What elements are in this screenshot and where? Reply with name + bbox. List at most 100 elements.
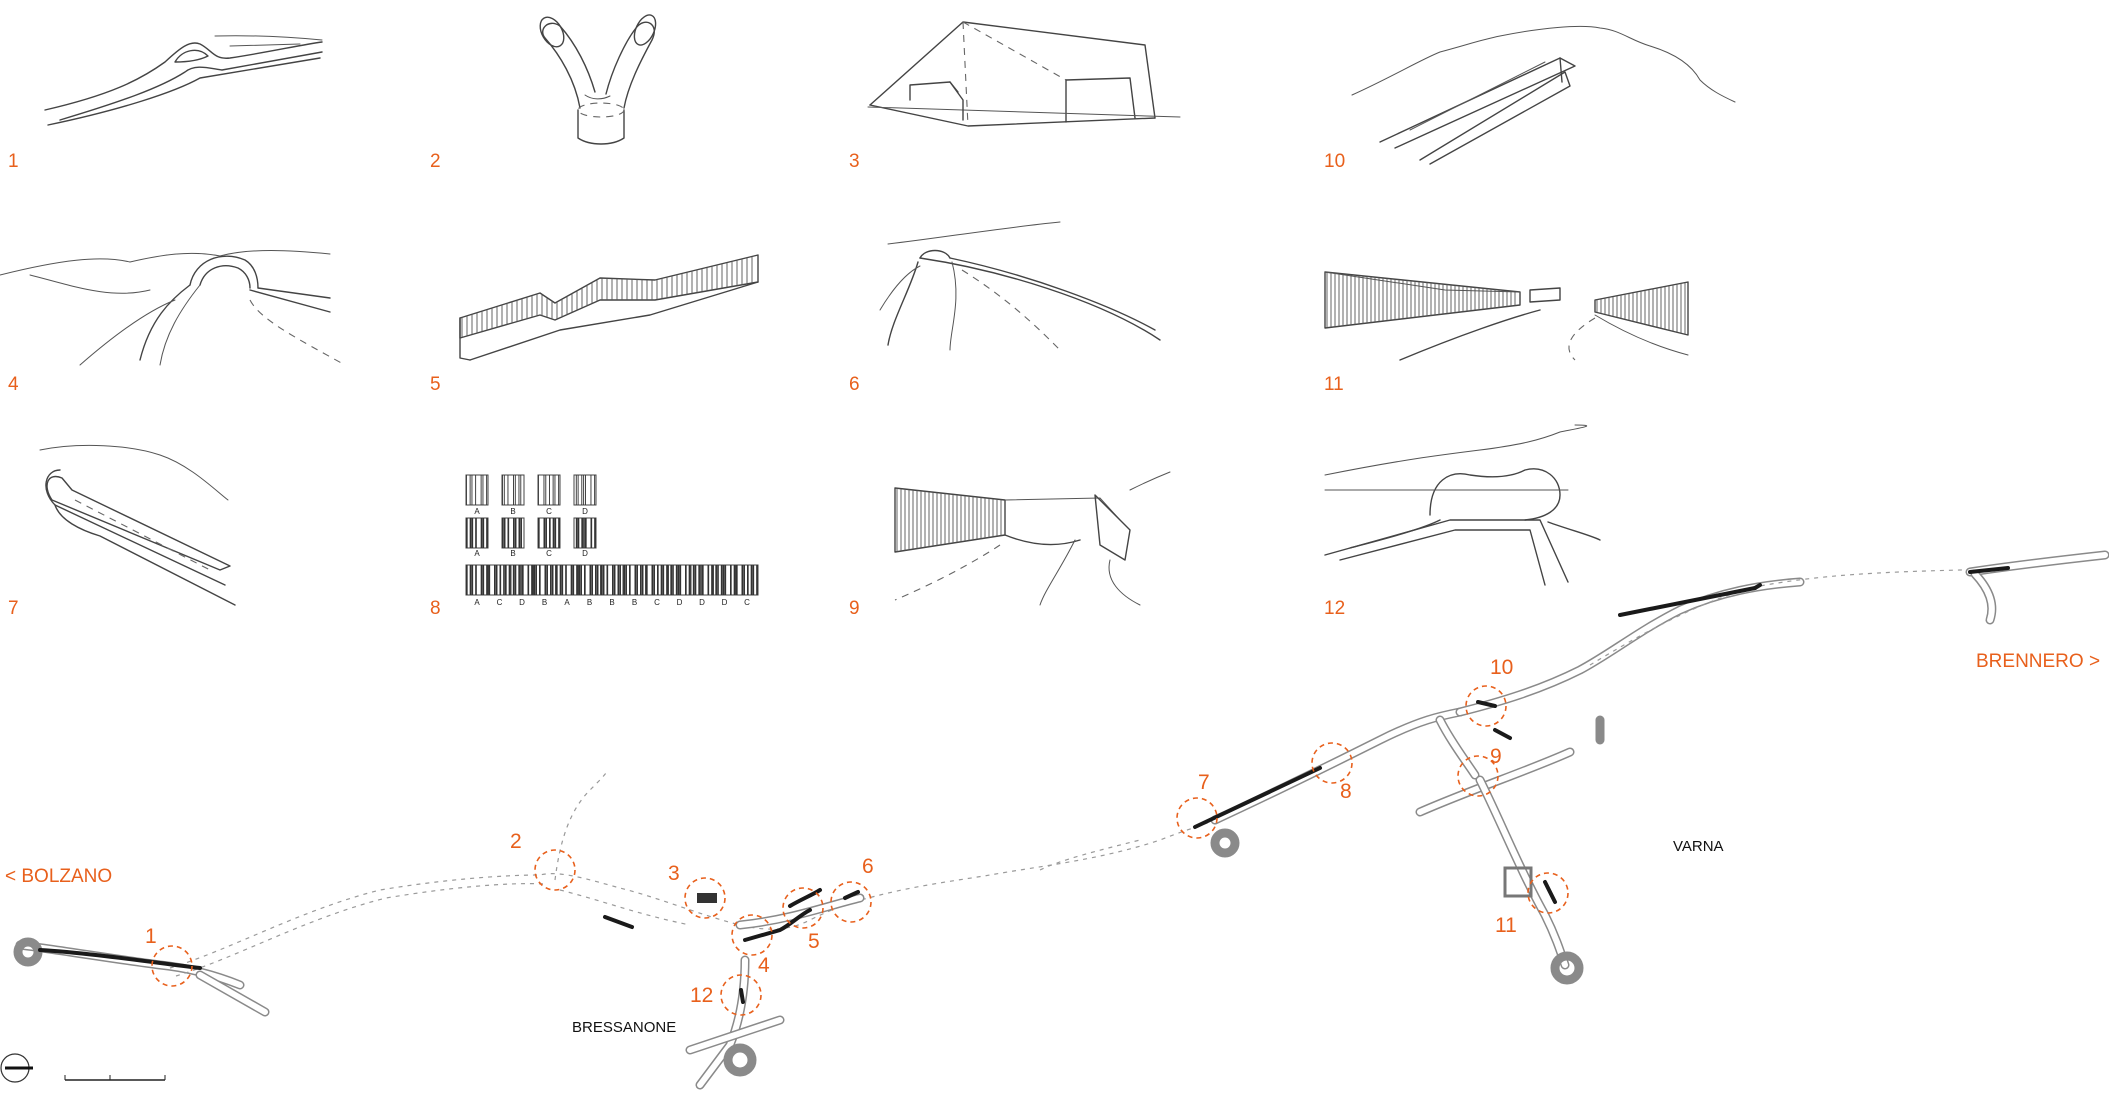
svg-text:2: 2 <box>510 830 522 853</box>
barcode-bar <box>756 565 758 595</box>
barcode-bar <box>503 475 505 505</box>
barcode-bar <box>482 518 485 548</box>
barcode-bar <box>482 565 485 595</box>
barcode-bar <box>720 565 723 595</box>
barcode-bar <box>520 565 522 595</box>
barcode-letter: C <box>546 507 552 516</box>
barcode-bar <box>581 475 583 505</box>
barcode-bar <box>657 565 659 595</box>
barcode-bar <box>538 518 540 548</box>
barcode-bar <box>565 565 567 595</box>
barcode-bar <box>466 565 468 595</box>
barcode-bar <box>711 565 713 595</box>
barcode-bar <box>715 565 717 595</box>
map-marker-3[interactable]: 3 <box>668 862 726 919</box>
barcode-bar <box>558 518 560 548</box>
sketch-label: 8 <box>430 598 441 619</box>
barcode-bar <box>475 518 477 548</box>
barcode-bar <box>743 565 745 595</box>
barcode-module <box>465 517 489 549</box>
barcode-letter: C <box>654 598 660 607</box>
barcode-bar <box>554 475 556 505</box>
barcode-bar <box>544 565 547 595</box>
barcode-letter: D <box>699 598 705 607</box>
barcode-bar <box>741 565 744 595</box>
barcode-letter: D <box>677 598 683 607</box>
barcode-bar <box>675 565 678 595</box>
town-bressanone: BRESSANONE <box>572 1019 676 1036</box>
barcode-bar <box>482 475 484 505</box>
barcode-bar <box>518 475 520 505</box>
barcode-bar <box>518 565 520 595</box>
barcode-bar <box>552 475 554 505</box>
barcode-bar <box>486 518 488 548</box>
map-marker-6[interactable]: 6 <box>830 855 874 923</box>
barcode-bar <box>623 565 626 595</box>
barcode-bar <box>535 565 537 595</box>
map-marker-7[interactable]: 7 <box>1176 771 1218 839</box>
map-marker-11[interactable]: 11 <box>1495 872 1569 937</box>
barcode-bar <box>527 565 530 595</box>
map-marker-9[interactable]: 9 <box>1457 745 1502 797</box>
sketch-2: 2 <box>430 14 657 172</box>
sketch-label: 5 <box>430 374 441 395</box>
barcode-letter: B <box>542 598 547 607</box>
svg-text:8: 8 <box>1340 780 1352 803</box>
barcode-bar <box>469 518 472 548</box>
barcode-bar <box>531 565 533 595</box>
barcode-bar <box>505 565 507 595</box>
barcode-bar <box>694 565 697 595</box>
barcode-letter: A <box>474 507 480 516</box>
barcode-bar <box>688 565 691 595</box>
barcode-bar <box>572 565 575 595</box>
barcode-bar <box>651 565 654 595</box>
barcode-bar <box>570 565 573 595</box>
barcode-bar <box>543 518 546 548</box>
barcode-bar <box>503 518 506 548</box>
barcode-bar <box>488 565 491 595</box>
barcode-bar <box>666 565 668 595</box>
barcode-bar <box>596 565 599 595</box>
barcode-bar <box>549 518 551 548</box>
barcode-bar <box>469 475 471 505</box>
barcode-bar <box>575 475 577 505</box>
barcode-letter: B <box>587 598 592 607</box>
barcode-bar <box>508 565 511 595</box>
svg-text:1: 1 <box>145 925 157 948</box>
barcode-bar <box>546 565 548 595</box>
map-marker-1[interactable]: 1 <box>145 925 193 987</box>
barcode-bar <box>585 475 586 505</box>
map-marker-8[interactable]: 8 <box>1311 742 1353 803</box>
barcode-bar <box>545 475 547 505</box>
barcode-module <box>555 564 579 596</box>
barcode-bar <box>653 565 655 595</box>
barcode-bar <box>629 565 631 595</box>
barcode-letter: D <box>582 549 588 558</box>
barcode-bar <box>590 475 592 505</box>
barcode-bar <box>466 475 467 505</box>
compass-icon <box>0 1053 33 1083</box>
barcode-bar <box>471 475 473 505</box>
barcode-bar <box>590 518 593 548</box>
barcode-bar <box>585 518 587 548</box>
barcode-bar <box>538 475 539 505</box>
map-marker-4[interactable]: 4 <box>731 914 773 977</box>
map-marker-2[interactable]: 2 <box>510 830 576 891</box>
barcode-bar <box>677 565 680 595</box>
map-marker-5[interactable]: 5 <box>782 887 824 953</box>
map-marker-12[interactable]: 12 <box>690 974 762 1016</box>
barcode-bar <box>502 475 503 505</box>
sketch-3: 3 <box>849 21 1181 172</box>
barcode-bar <box>552 518 555 548</box>
sketch-12 <box>1324 424 1601 586</box>
barcode-bar <box>685 565 687 595</box>
barcode-bar <box>486 475 488 505</box>
map-marker-10[interactable]: 10 <box>1465 656 1513 727</box>
barcode-letter: B <box>609 598 614 607</box>
barcode-bar <box>662 565 665 595</box>
destination-brennero: BRENNERO > <box>1976 651 2100 672</box>
svg-text:10: 10 <box>1490 656 1513 679</box>
barcode-letter: A <box>474 549 480 558</box>
barcode-bar <box>660 565 663 595</box>
barcode-bar <box>700 565 702 595</box>
